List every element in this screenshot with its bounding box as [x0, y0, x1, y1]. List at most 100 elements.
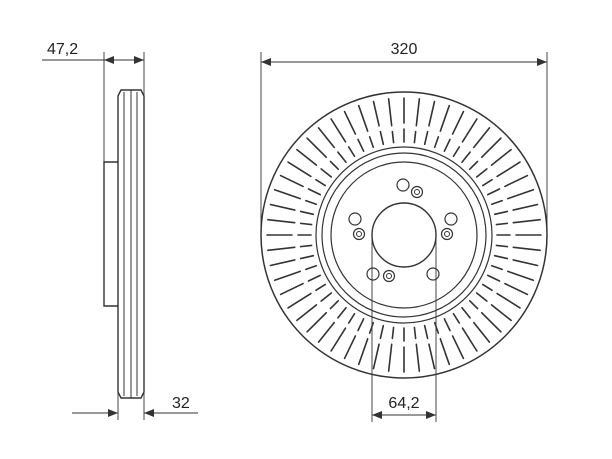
vent-slot-outer: [512, 203, 539, 211]
screw-hole-outer: [352, 227, 366, 241]
hub-height-dimension: 47,2: [42, 41, 144, 64]
vent-slot-outer: [343, 110, 357, 135]
bolt-hole: [396, 178, 410, 192]
vent-slot-inner: [315, 283, 327, 292]
vent-slot-outer: [330, 327, 347, 352]
screw-hole-inner: [356, 231, 362, 237]
bolt-hole: [444, 212, 458, 226]
outer-diameter-dimension: 320: [261, 41, 547, 66]
vent-slot-outer: [343, 335, 357, 360]
vent-slot-outer: [451, 110, 465, 135]
vent-slot-outer: [507, 270, 535, 282]
vent-slot-outer: [273, 270, 301, 282]
vent-slot-outer: [415, 343, 421, 372]
hub-height-label: 47,2: [47, 41, 78, 58]
braking-surface-inner-edge: [315, 146, 493, 324]
vent-slot-outer: [372, 343, 380, 370]
vent-slot-inner: [468, 160, 479, 171]
vent-slot-outer: [473, 127, 491, 149]
vent-slot-inner: [305, 199, 318, 206]
vent-slot-inner: [315, 178, 327, 187]
thickness-dimension: 32: [72, 395, 198, 417]
bolt-hole: [366, 267, 380, 281]
vent-slot-inner: [329, 160, 340, 171]
vent-slot-inner: [475, 292, 488, 302]
vent-slot-inner: [413, 130, 417, 144]
vent-slot-outer: [490, 304, 512, 322]
vent-slot-inner: [307, 188, 322, 196]
vent-slot-inner: [320, 168, 333, 178]
vent-slot-inner: [337, 306, 347, 319]
vent-slot-outer: [480, 137, 502, 159]
screw-hole-outer: [410, 185, 424, 199]
vent-slot-outer: [273, 188, 301, 200]
screw-hole-inner: [414, 189, 420, 195]
vent-slot-inner: [357, 138, 365, 153]
vent-slot-inner: [481, 178, 493, 187]
vent-slot-outer: [490, 148, 512, 166]
vent-slot-outer: [372, 100, 380, 127]
vent-slot-inner: [391, 130, 395, 144]
vent-slot-inner: [368, 321, 375, 334]
vent-slot-outer: [296, 148, 318, 166]
vent-slot-inner: [307, 274, 322, 282]
center-bore-label: 64,2: [388, 395, 419, 412]
vent-slot-outer: [504, 174, 529, 188]
vent-slot-outer: [504, 282, 529, 296]
vent-slot-outer: [439, 104, 451, 132]
vent-slot-inner: [452, 312, 461, 324]
vent-slot-inner: [305, 264, 318, 271]
hat-outer-ring: [321, 152, 487, 318]
vent-slot-inner: [299, 222, 313, 226]
screw-hole-outer: [382, 269, 396, 283]
vent-slot-inner: [423, 324, 429, 340]
vent-slot-inner: [433, 321, 440, 334]
vent-slot-inner: [347, 146, 356, 158]
vent-slot-outer: [387, 343, 393, 372]
vent-slot-outer: [296, 304, 318, 322]
vent-slot-outer: [357, 338, 369, 366]
vent-slot-inner: [481, 283, 493, 292]
screw-hole-inner: [444, 231, 450, 237]
vent-slot-outer: [512, 246, 541, 252]
vent-slot-outer: [330, 118, 347, 143]
vent-slot-outer: [317, 321, 335, 343]
front-view: [260, 52, 548, 422]
vent-slot-outer: [496, 161, 521, 178]
hat-face: [330, 161, 478, 309]
vent-slot-inner: [337, 151, 347, 164]
bolt-hole: [348, 212, 362, 226]
vent-slot-inner: [433, 136, 440, 149]
vent-slot-outer: [461, 327, 478, 352]
vent-slot-inner: [413, 326, 417, 340]
vent-slot-outer: [480, 311, 502, 333]
vent-slot-outer: [512, 218, 541, 224]
vent-slot-inner: [452, 146, 461, 158]
vent-slot-outer: [317, 127, 335, 149]
vent-slot-inner: [461, 151, 471, 164]
screw-hole-outer: [440, 227, 454, 241]
vent-slot-outer: [357, 104, 369, 132]
side-view-hub: [103, 161, 118, 307]
vent-slot-inner: [490, 264, 503, 271]
vent-slot-outer: [507, 188, 535, 200]
vent-slot-outer: [279, 174, 304, 188]
vent-slot-outer: [512, 259, 539, 267]
vent-slot-inner: [443, 138, 451, 153]
vent-slot-inner: [329, 299, 340, 310]
vent-slot-inner: [423, 130, 429, 146]
vent-slot-inner: [391, 326, 395, 340]
vent-slot-outer: [287, 161, 312, 178]
vent-slot-inner: [368, 136, 375, 149]
screw-hole-inner: [386, 273, 392, 279]
vent-slot-inner: [357, 317, 365, 332]
vent-slot-inner: [379, 324, 385, 340]
vent-slot-outer: [267, 246, 296, 252]
vent-slot-inner: [379, 130, 385, 146]
vent-slot-inner: [299, 254, 315, 260]
vent-slot-inner: [347, 312, 356, 324]
vent-slot-outer: [269, 259, 296, 267]
vent-slot-outer: [451, 335, 465, 360]
vent-slot-inner: [320, 292, 333, 302]
